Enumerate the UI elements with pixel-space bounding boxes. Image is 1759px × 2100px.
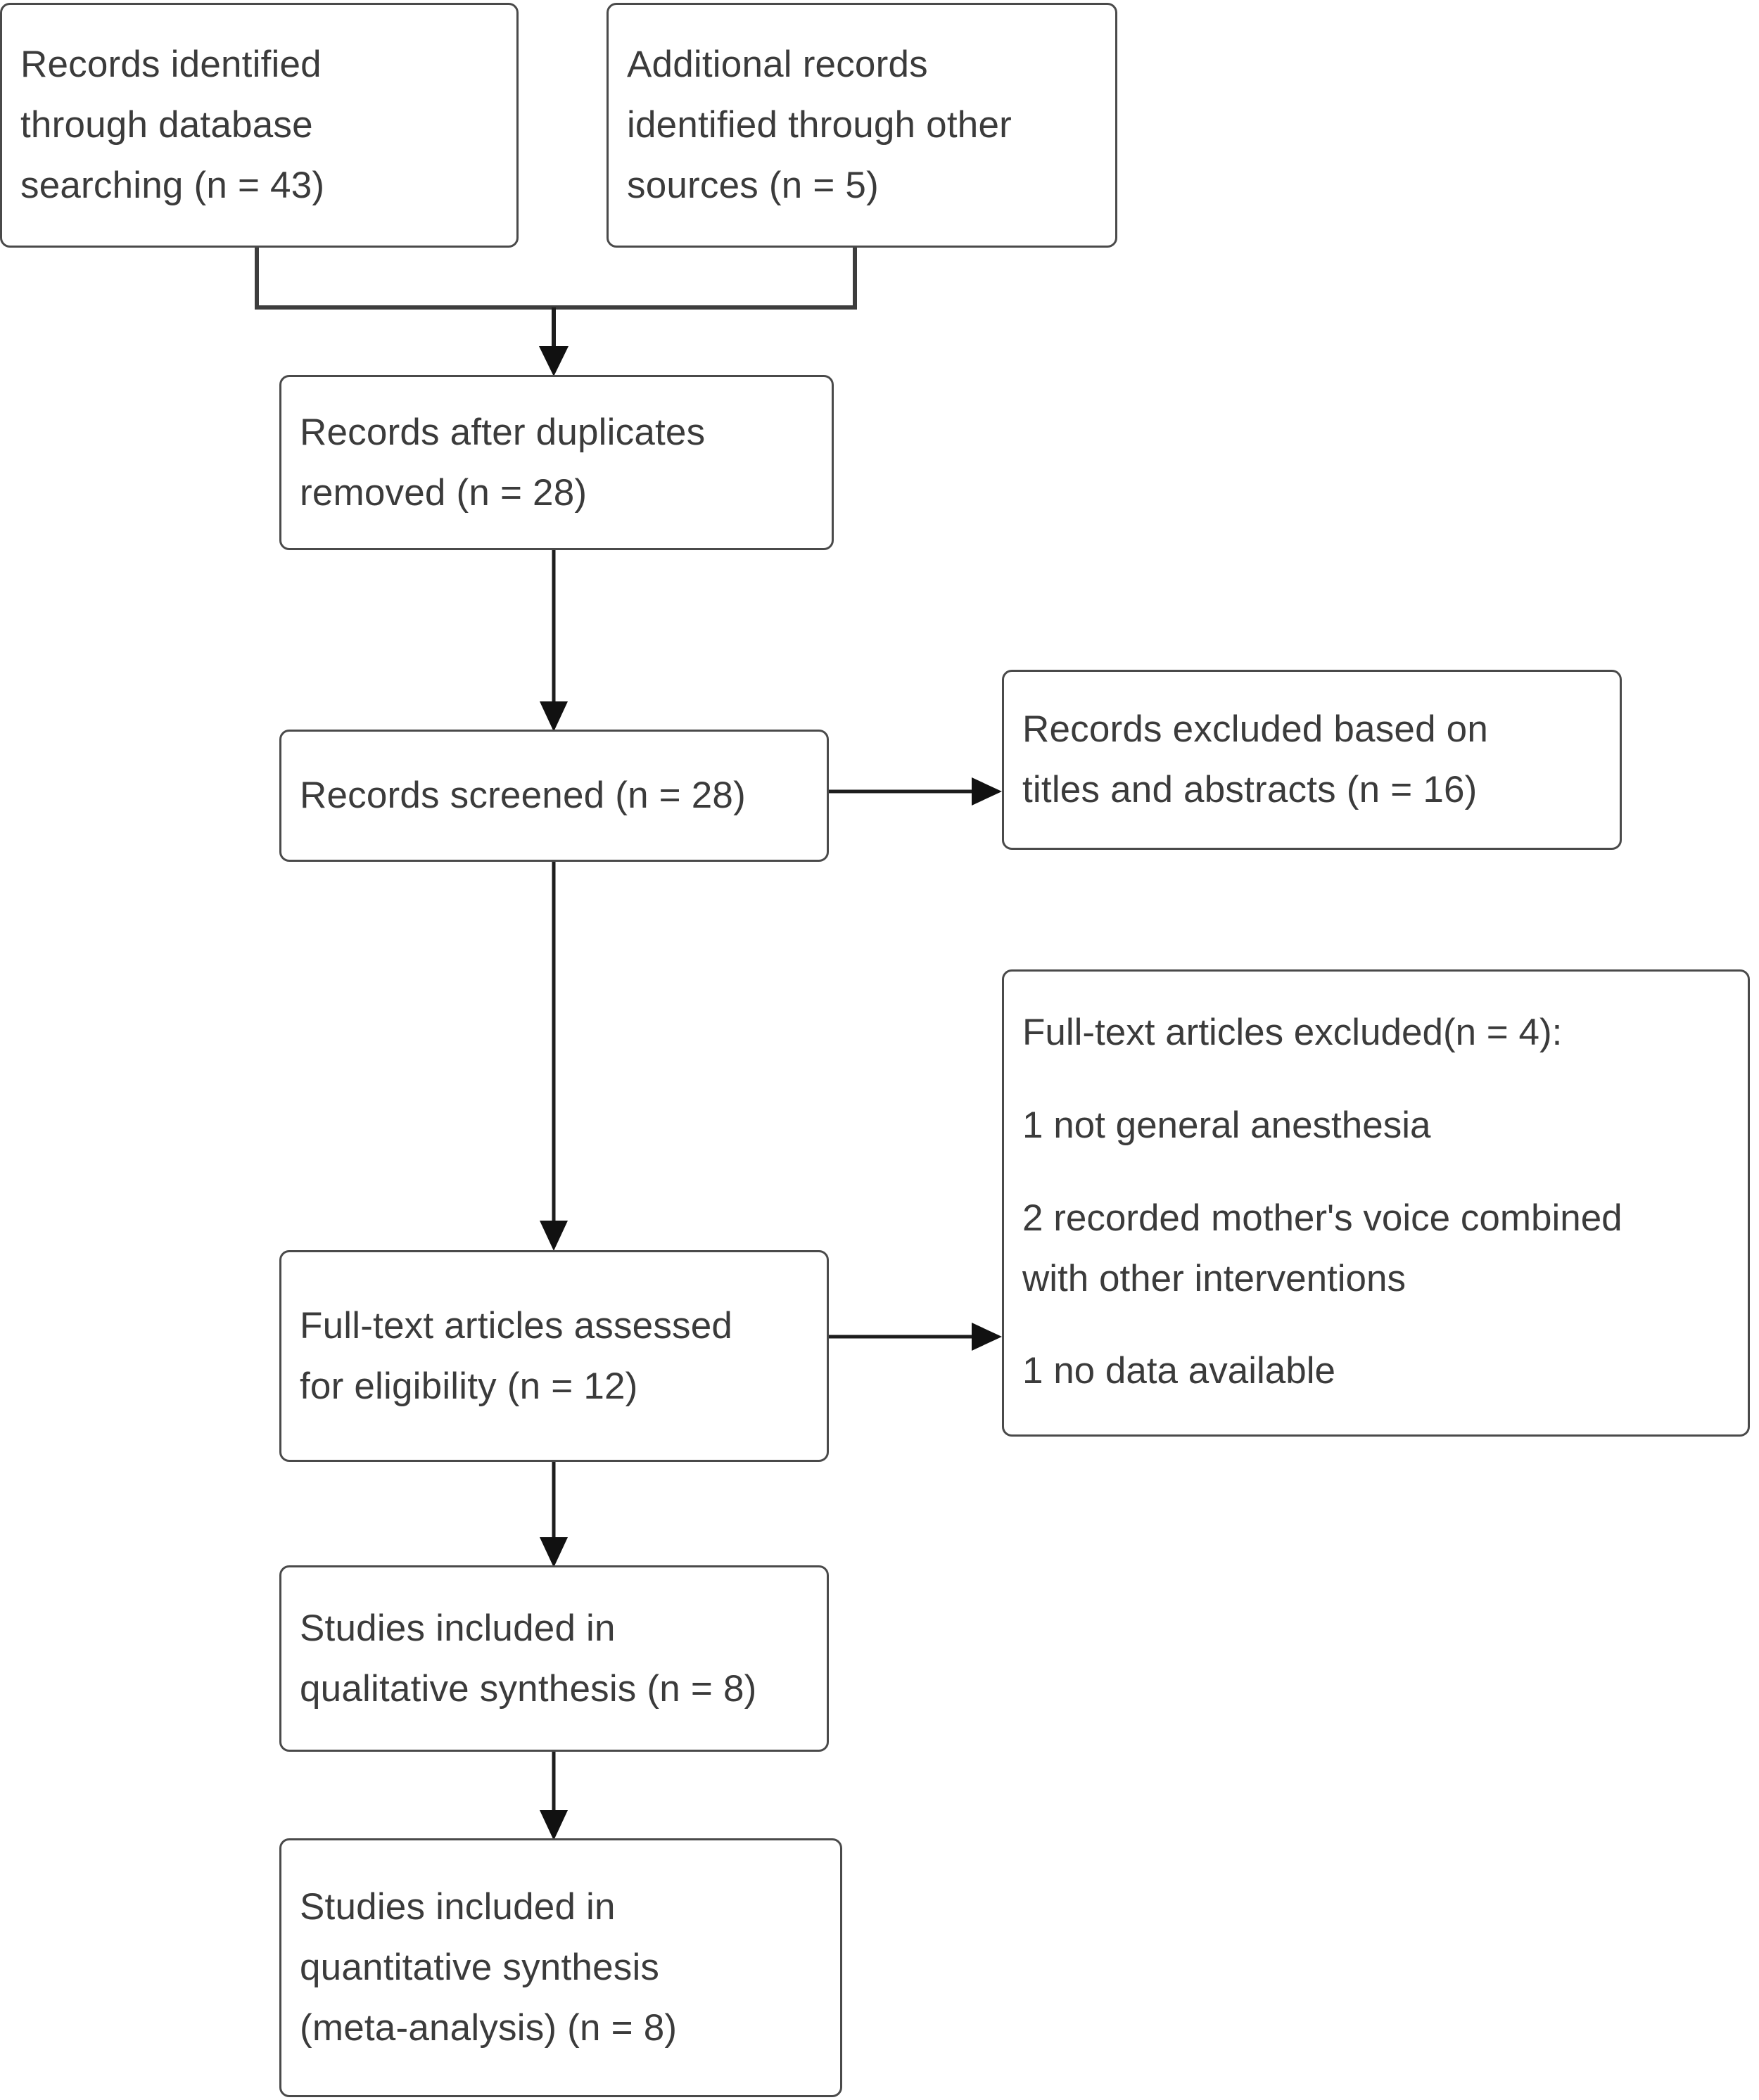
- full-text-excluded-reason-2: 2 recorded mother's voice combined with …: [1022, 1197, 1623, 1299]
- node-records-after-duplicates-removed-label: Records after duplicates removed (n = 28…: [300, 411, 706, 514]
- node-studies-quantitative-label: Studies included in quantitative synthes…: [300, 1886, 678, 2049]
- node-records-excluded-label: Records excluded based on titles and abs…: [1022, 708, 1489, 810]
- node-studies-quantitative: Studies included in quantitative synthes…: [279, 1838, 842, 2097]
- node-records-excluded: Records excluded based on titles and abs…: [1002, 670, 1622, 850]
- node-additional-records-other-sources: Additional records identified through ot…: [607, 3, 1117, 248]
- node-studies-qualitative-label: Studies included in qualitative synthesi…: [300, 1607, 757, 1710]
- arrowhead-to-screened: [540, 701, 568, 732]
- node-studies-qualitative: Studies included in qualitative synthesi…: [279, 1565, 829, 1752]
- node-records-screened-label: Records screened (n = 28): [300, 775, 746, 817]
- node-records-identified-database-label: Records identified through database sear…: [20, 44, 325, 206]
- arrowhead-to-quantitative: [540, 1810, 568, 1840]
- node-records-identified-database: Records identified through database sear…: [0, 3, 519, 248]
- arrowhead-to-duplicates: [539, 346, 569, 376]
- full-text-excluded-list: Full-text articles excluded(n = 4): 1 no…: [1004, 1003, 1748, 1401]
- full-text-excluded-reason-1: 1 not general anesthesia: [1022, 1104, 1431, 1146]
- arrowhead-to-fulltext: [540, 1221, 568, 1251]
- full-text-excluded-heading: Full-text articles excluded(n = 4):: [1022, 1012, 1563, 1053]
- node-additional-records-other-sources-label: Additional records identified through ot…: [627, 44, 1012, 206]
- arrowhead-to-excluded: [972, 777, 1002, 806]
- full-text-excluded-reason-3: 1 no data available: [1022, 1350, 1335, 1392]
- arrowhead-to-qualitative: [540, 1537, 568, 1567]
- node-records-screened: Records screened (n = 28): [279, 730, 829, 862]
- node-full-text-excluded: Full-text articles excluded(n = 4): 1 no…: [1002, 969, 1750, 1437]
- merge-connector: [255, 248, 857, 310]
- node-full-text-assessed-label: Full-text articles assessed for eligibil…: [300, 1304, 733, 1407]
- node-records-after-duplicates-removed: Records after duplicates removed (n = 28…: [279, 375, 834, 550]
- node-full-text-assessed: Full-text articles assessed for eligibil…: [279, 1250, 829, 1462]
- arrowhead-to-fulltext-excluded: [972, 1323, 1002, 1351]
